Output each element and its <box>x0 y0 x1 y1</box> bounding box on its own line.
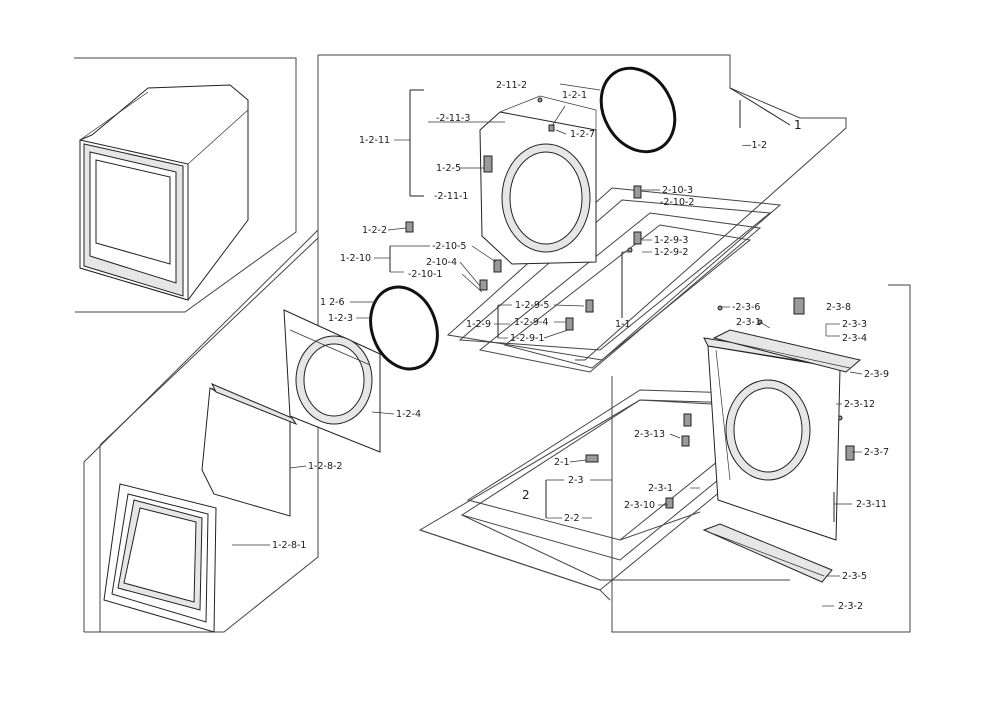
label-1-2-9-4: 1-2-9-4 <box>514 317 548 328</box>
label-2-3-3: 2-3-3 <box>842 319 867 330</box>
dryer-assembly-illustration <box>79 84 249 301</box>
label-1: 1 <box>794 118 802 132</box>
label-2-3: 2-3 <box>568 475 584 486</box>
label-2: 2 <box>522 488 530 502</box>
label-1-2-5: 1-2-5 <box>436 163 461 174</box>
label-1-2-4: 1-2-4 <box>396 409 421 420</box>
label-1-2-11: 1-2-11 <box>359 135 390 146</box>
label-2-1: 2-1 <box>554 457 570 468</box>
label-2-10-1: -2-10-1 <box>408 269 442 280</box>
label-2-11-1: -2-11-1 <box>434 191 468 202</box>
label-2-3-13: 2-3-13 <box>634 429 665 440</box>
label-2-3-9: 2-3-9 <box>864 369 889 380</box>
part-labels: 1 —1-2 1-1 2-11-2 1-2-1 -2-11-3 1-2-7 1-… <box>272 80 889 612</box>
label-1-2-9-3: 1-2-9-3 <box>654 235 688 246</box>
door-trim-part <box>103 483 217 633</box>
label-2-3-10: 2-3-10 <box>624 500 655 511</box>
label-1-2-9: 1-2-9 <box>466 319 491 330</box>
top-bracket-part <box>712 329 862 373</box>
label-1-2-8-1: 1-2-8-1 <box>272 540 306 551</box>
label-2-10-4: 2-10-4 <box>426 257 457 268</box>
label-2-3-5: 2-3-5 <box>842 571 867 582</box>
label-1-2-9-5: 1-2-9-5 <box>515 300 549 311</box>
door-outer-panel-part <box>201 383 298 517</box>
label-2-3-8: 2-3-8 <box>826 302 851 313</box>
label-2-3-11: 2-3-11 <box>856 499 887 510</box>
label-2-2: 2-2 <box>564 513 580 524</box>
label-2-3-12: 2-3-12 <box>844 399 875 410</box>
label-2-3-1-top: 2-3-1 <box>736 317 761 328</box>
label-1-2-6: 1 2-6 <box>320 297 345 308</box>
door-gasket-part <box>369 285 439 371</box>
label-1-2: —1-2 <box>742 140 767 151</box>
label-1-2-7: 1-2-7 <box>570 129 595 140</box>
label-2-3-2: 2-3-2 <box>838 601 863 612</box>
label-2-3-4: 2-3-4 <box>842 333 867 344</box>
small-hardware-parts <box>405 97 855 509</box>
label-2-11-3: -2-11-3 <box>436 113 470 124</box>
label-2-10-3: 2-10-3 <box>662 185 693 196</box>
label-1-2-3: 1-2-3 <box>328 313 353 324</box>
label-1-2-9-1: 1-2-9-1 <box>510 333 544 344</box>
label-2-10-2: -2-10-2 <box>660 197 694 208</box>
door-inner-part <box>283 309 381 453</box>
large-gasket-part <box>599 66 677 154</box>
cabinet-front-part <box>703 337 847 541</box>
label-1-1: 1-1 <box>615 319 631 330</box>
label-1-2-9-2: 1-2-9-2 <box>654 247 688 258</box>
label-2-3-6: -2-3-6 <box>732 302 760 313</box>
label-2-11-2: 2-11-2 <box>496 80 527 91</box>
label-1-2-2: 1-2-2 <box>362 225 387 236</box>
bottom-rail-part <box>702 523 833 583</box>
label-1-2-10: 1-2-10 <box>340 253 371 264</box>
front-panel-part <box>479 95 597 265</box>
label-2-3-1-bottom: 2-3-1 <box>648 483 673 494</box>
label-2-3-7: 2-3-7 <box>864 447 889 458</box>
label-2-10-5: -2-10-5 <box>432 241 466 252</box>
label-1-2-8-2: 1-2-8-2 <box>308 461 342 472</box>
label-1-2-1: 1-2-1 <box>562 90 587 101</box>
leader-lines <box>232 83 863 607</box>
